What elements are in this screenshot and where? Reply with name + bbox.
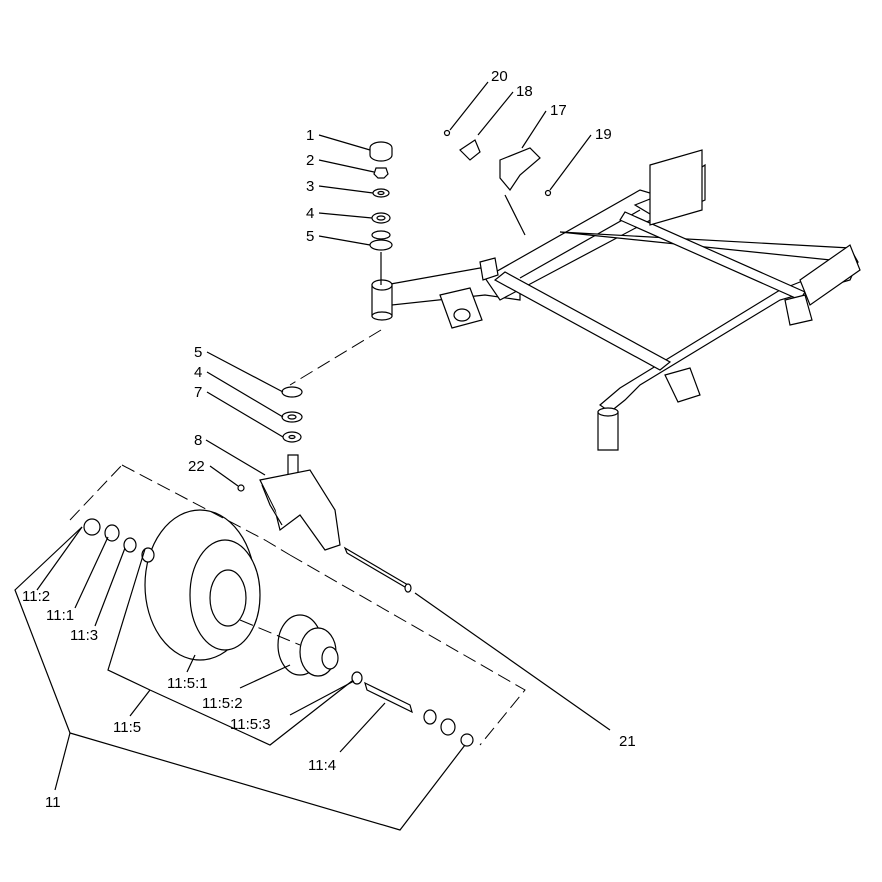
callout-11-2: 11:2 bbox=[22, 588, 50, 605]
callout-21: 21 bbox=[619, 733, 636, 750]
callout-5-upper: 5 bbox=[306, 228, 314, 245]
callout-11-5-3: 11:5:3 bbox=[230, 716, 271, 733]
caster-fork bbox=[237, 454, 341, 551]
axle-bolt bbox=[343, 546, 412, 593]
callout-11-5-2: 11:5:2 bbox=[202, 695, 243, 712]
callout-17: 17 bbox=[550, 102, 567, 119]
callout-11-4: 11:4 bbox=[308, 757, 336, 774]
callout-11-5-1: 11:5:1 bbox=[167, 675, 208, 692]
callout-7: 7 bbox=[194, 384, 202, 401]
leader-lines bbox=[14, 81, 611, 831]
callout-11-5: 11:5 bbox=[113, 719, 141, 736]
callout-5-lower: 5 bbox=[194, 344, 202, 361]
upper-bracket-parts bbox=[443, 129, 552, 236]
hardware-stack-lower bbox=[281, 329, 382, 443]
callout-3: 3 bbox=[306, 178, 314, 195]
callout-11-3: 11:3 bbox=[70, 627, 98, 644]
callout-1: 1 bbox=[306, 127, 314, 144]
callout-20: 20 bbox=[491, 68, 508, 85]
wheel-assembly bbox=[69, 464, 526, 747]
callout-2: 2 bbox=[306, 152, 314, 169]
callout-11-1: 11:1 bbox=[46, 607, 74, 624]
hardware-stack-upper bbox=[369, 141, 393, 285]
callout-8: 8 bbox=[194, 432, 202, 449]
callout-19: 19 bbox=[595, 126, 612, 143]
callout-labels: 1 2 3 4 5 5 4 7 8 22 20 18 17 19 11:2 11… bbox=[22, 68, 636, 811]
callout-4-upper: 4 bbox=[306, 205, 314, 222]
frame-assembly bbox=[371, 149, 861, 451]
callout-11: 11 bbox=[45, 794, 61, 811]
callout-18: 18 bbox=[516, 83, 533, 100]
callout-22: 22 bbox=[188, 458, 205, 475]
callout-4-lower: 4 bbox=[194, 364, 202, 381]
